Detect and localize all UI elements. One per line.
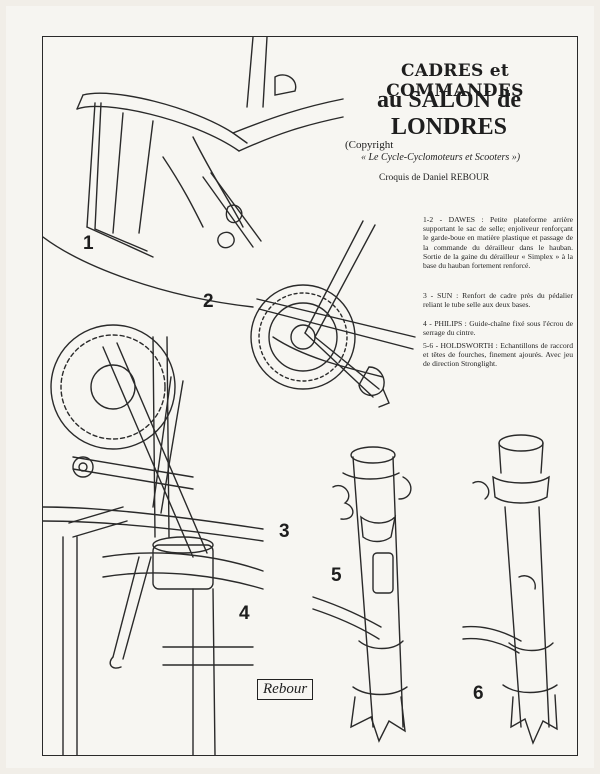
- page-title: CADRES et COMMANDES: [386, 61, 524, 101]
- caption-sun: 3 - SUN : Renfort de cadre près du pédal…: [423, 291, 573, 310]
- caption-holdsworth: 5-6 - HOLDSWORTH : Echantillons de racco…: [423, 341, 573, 369]
- illustrator-credit: Croquis de Daniel REBOUR: [379, 173, 490, 183]
- drawing-derailleur-outlet: [250, 220, 416, 408]
- drawing-lugs-right: [462, 434, 558, 745]
- drawing-lugs-left: [312, 446, 412, 743]
- copyright-label: (Copyright: [345, 139, 394, 151]
- figure-number-2: 2: [203, 291, 214, 312]
- drawing-chain-guide: [62, 536, 264, 755]
- figure-number-1: 1: [83, 233, 94, 254]
- figure-number-6: 6: [473, 683, 484, 704]
- artist-signature: Rebour: [257, 679, 314, 700]
- figure-number-5: 5: [331, 565, 342, 586]
- page: CADRES et COMMANDES au SALON de LONDRES …: [6, 6, 594, 768]
- caption-dawes: 1-2 - DAWES : Petite plateforme arrière …: [423, 215, 573, 271]
- drawing-rear-rack: [43, 37, 344, 308]
- caption-philips: 4 - PHILIPS : Guide-chaîne fixé sous l'é…: [423, 319, 573, 338]
- figure-number-4: 4: [239, 603, 250, 624]
- illustration-frame: CADRES et COMMANDES au SALON de LONDRES …: [42, 36, 578, 756]
- drawing-frame-reinforcement: [43, 324, 264, 558]
- page-subtitle: au SALON de LONDRES: [376, 87, 522, 140]
- technical-drawings: [43, 37, 558, 755]
- copyright-source: « Le Cycle-Cyclomoteurs et Scooters »): [361, 152, 521, 163]
- figure-number-3: 3: [279, 521, 290, 542]
